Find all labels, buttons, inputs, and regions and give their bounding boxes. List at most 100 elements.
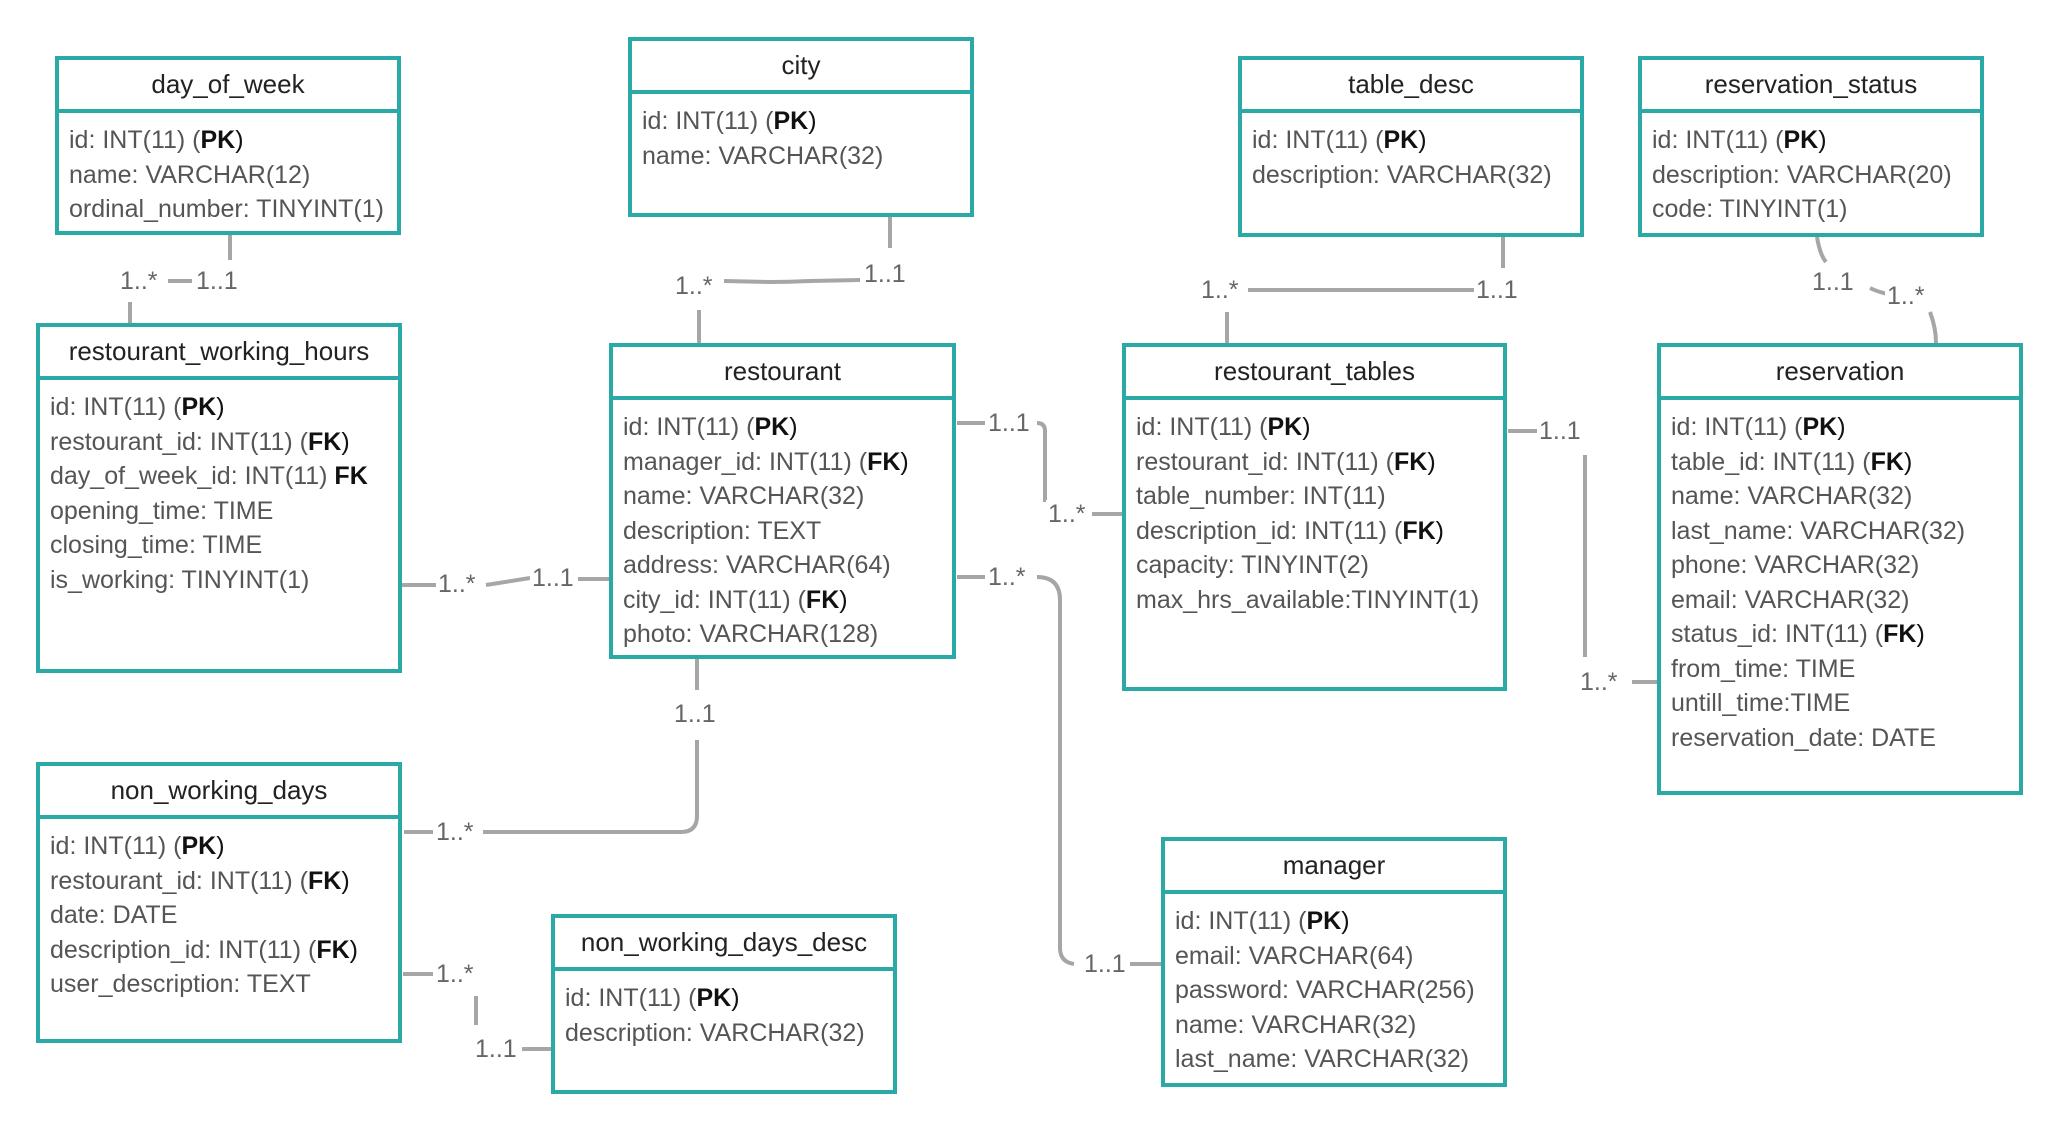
entity-manager[interactable]: manager id: INT(11) (PK)email: VARCHAR(6… bbox=[1161, 837, 1507, 1087]
entity-attribute: name: VARCHAR(32) bbox=[1175, 1008, 1493, 1043]
cardinality-label: 1..1 bbox=[672, 700, 718, 728]
entity-attribute: id: INT(11) (PK) bbox=[623, 413, 798, 441]
entity-title: table_desc bbox=[1242, 60, 1580, 113]
attribute-type: VARCHAR(32) bbox=[1251, 1010, 1417, 1039]
attribute-type: TINYINT(1) bbox=[181, 565, 310, 594]
attribute-type: VARCHAR(32) bbox=[718, 141, 884, 170]
attribute-type: INT(11) bbox=[1302, 482, 1386, 510]
entity-restourant-tables[interactable]: restourant_tables id: INT(11) (PK)restou… bbox=[1122, 343, 1507, 691]
attribute-name: description: bbox=[1652, 160, 1787, 189]
entity-title: city bbox=[632, 41, 970, 94]
attribute-type: TINYINT(1) bbox=[1719, 195, 1848, 223]
rel-line-rest-mgr-mid bbox=[1036, 575, 1075, 966]
attribute-type: TINYINT(2) bbox=[1241, 551, 1369, 579]
entity-attribute: max_hrs_available:TINYINT(1) bbox=[1136, 583, 1493, 618]
attribute-name: description: bbox=[565, 1018, 700, 1047]
attribute-name: restourant_id: bbox=[1136, 447, 1296, 476]
attribute-name: day_of_week_id: bbox=[50, 462, 245, 490]
attribute-name: name: bbox=[1175, 1010, 1252, 1039]
entity-table-desc[interactable]: table_desc id: INT(11) (PK)description: … bbox=[1238, 56, 1584, 237]
attribute-type: VARCHAR(128) bbox=[699, 620, 879, 648]
entity-city[interactable]: city id: INT(11) (PK)name: VARCHAR(32) bbox=[628, 37, 974, 217]
attribute-type: INT(11) ( bbox=[1304, 516, 1403, 545]
entity-attributes: id: INT(11) (PK)table_id: INT(11) (FK)na… bbox=[1661, 400, 2019, 755]
attribute-name: photo: bbox=[623, 620, 700, 648]
entity-title: restourant bbox=[613, 347, 952, 400]
entity-attribute: id: INT(11) (PK) bbox=[1175, 907, 1350, 935]
cardinality-label: 1..* bbox=[434, 818, 476, 846]
entity-attribute: is_working: TINYINT(1) bbox=[50, 563, 388, 598]
entity-attribute: id: INT(11) (PK) bbox=[1652, 126, 1827, 154]
attribute-type: TIME bbox=[1795, 654, 1856, 683]
attribute-type: VARCHAR(32) bbox=[699, 482, 865, 510]
attribute-name: password: bbox=[1175, 976, 1296, 1004]
entity-attributes: id: INT(11) (PK)description: VARCHAR(32) bbox=[555, 971, 893, 1050]
entity-restourant-working-hours[interactable]: restourant_working_hours id: INT(11) (PK… bbox=[36, 323, 402, 673]
attribute-name: restourant_id: bbox=[50, 427, 210, 456]
cardinality-label: 1..1 bbox=[1082, 950, 1128, 978]
attribute-type: DATE bbox=[1871, 723, 1936, 752]
attribute-type: VARCHAR(32) bbox=[1304, 1045, 1470, 1073]
entity-attribute: city_id: INT(11) (FK) bbox=[623, 585, 848, 614]
attribute-type: VARCHAR(256) bbox=[1295, 976, 1475, 1004]
entity-reservation-status[interactable]: reservation_status id: INT(11) (PK) descr… bbox=[1638, 56, 1984, 237]
entity-attribute: address: VARCHAR(64) bbox=[623, 548, 942, 583]
entity-title: reservation_status bbox=[1642, 60, 1980, 113]
attribute-type: VARCHAR(12) bbox=[145, 160, 311, 189]
entity-attribute: name: VARCHAR(32) bbox=[1671, 479, 2009, 514]
attribute-name: name: bbox=[1671, 482, 1748, 510]
foreign-key-marker: FK bbox=[316, 935, 350, 964]
foreign-key-marker: FK bbox=[307, 427, 342, 456]
entity-reservation[interactable]: reservation id: INT(11) (PK)table_id: IN… bbox=[1657, 343, 2023, 795]
entity-attributes: id: INT(11) (PK)name: VARCHAR(32) bbox=[632, 94, 970, 173]
attribute-name: capacity: bbox=[1136, 551, 1242, 579]
entity-non-working-days[interactable]: non_working_days id: INT(11) (PK)restour… bbox=[36, 762, 402, 1043]
entity-title: reservation bbox=[1661, 347, 2019, 400]
cardinality-label: 1..* bbox=[1046, 500, 1088, 528]
attribute-type: INT(11) ( bbox=[1295, 447, 1394, 476]
entity-attribute: id: INT(11) (PK) bbox=[50, 393, 225, 421]
entity-attribute: table_id: INT(11) (FK) bbox=[1671, 447, 1913, 476]
cardinality-label: 1..* bbox=[1885, 282, 1927, 310]
entity-title: restourant_tables bbox=[1126, 347, 1503, 400]
attribute-name: phone: bbox=[1671, 551, 1755, 579]
attribute-name: id: INT(11) ( bbox=[1136, 413, 1268, 441]
primary-key-marker: PK bbox=[200, 126, 236, 154]
cardinality-label: 1..* bbox=[118, 267, 160, 295]
attribute-type: TEXT bbox=[246, 970, 311, 998]
attribute-name: last_name: bbox=[1175, 1045, 1305, 1073]
entity-non-working-days-desc[interactable]: non_working_days_desc id: INT(11) (PK)de… bbox=[551, 914, 897, 1094]
attribute-name: description_id: bbox=[1136, 516, 1305, 545]
attribute-type: INT(11) ( bbox=[768, 447, 868, 476]
entity-attribute: from_time: TIME bbox=[1671, 652, 2009, 687]
entity-attribute: description_id: INT(11) (FK) bbox=[1136, 516, 1444, 545]
entity-attribute: phone: VARCHAR(32) bbox=[1671, 548, 2009, 583]
entity-attribute: id: INT(11) (PK) bbox=[50, 832, 225, 860]
cardinality-label: 1..* bbox=[434, 960, 476, 988]
attribute-type: TINYINT(1) bbox=[1351, 585, 1480, 614]
rel-line-city-rest-mid bbox=[723, 278, 861, 284]
cardinality-label: 1..1 bbox=[1474, 276, 1520, 304]
attribute-type: VARCHAR(32) bbox=[1754, 551, 1920, 579]
attribute-name: id: INT(11) ( bbox=[50, 393, 182, 421]
foreign-key-marker: FK bbox=[1883, 620, 1917, 648]
entity-attribute: capacity: TINYINT(2) bbox=[1136, 548, 1493, 583]
attribute-name: id: INT(11) ( bbox=[69, 126, 201, 154]
primary-key-marker: PK bbox=[181, 832, 217, 860]
entity-title: restourant_working_hours bbox=[40, 327, 398, 380]
attribute-type: VARCHAR(32) bbox=[1744, 585, 1910, 614]
primary-key-marker: PK bbox=[1306, 907, 1342, 935]
entity-attribute: photo: VARCHAR(128) bbox=[623, 617, 942, 652]
attribute-name: email: bbox=[1175, 941, 1249, 970]
entity-day-of-week[interactable]: day_of_week id: INT(11) (PK)name: VARCHA… bbox=[55, 56, 401, 235]
cardinality-label: 1..1 bbox=[1537, 417, 1583, 445]
rel-line-rs-res-low bbox=[1928, 311, 1938, 344]
attribute-type: TINYINT(1) bbox=[256, 195, 384, 223]
entity-attribute: id: INT(11) (PK) bbox=[642, 107, 817, 135]
attribute-name: id: INT(11) ( bbox=[1671, 413, 1803, 441]
cardinality-label: 1..1 bbox=[473, 1035, 519, 1063]
entity-restourant[interactable]: restourant id: INT(11) (PK)manager_id: I… bbox=[609, 343, 956, 659]
entity-attributes: id: INT(11) (PK)manager_id: INT(11) (FK)… bbox=[613, 400, 952, 652]
attribute-name: last_name: bbox=[1671, 516, 1801, 545]
